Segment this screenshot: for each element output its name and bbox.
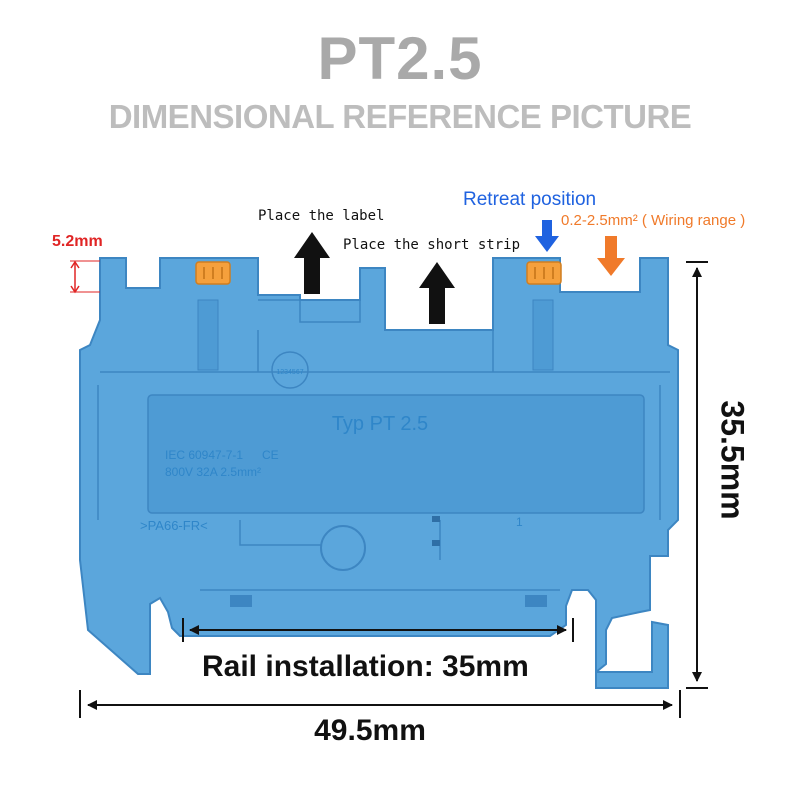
type-marking: Typ PT 2.5 (332, 413, 428, 435)
wire-entry-left (197, 299, 219, 371)
wire-entry-right (532, 299, 554, 371)
mounting-boss (320, 525, 366, 571)
standard-marking: IEC 60947-7-1 (165, 448, 243, 462)
date-wheel-text: 1234567 (276, 369, 303, 376)
spring-button-right-ridges (534, 267, 554, 279)
foot-slot-right (525, 595, 547, 607)
din-rail-hook (595, 620, 669, 689)
slot-1 (432, 516, 440, 522)
date-wheel (271, 351, 309, 389)
place-short-strip-arrow (419, 262, 455, 324)
page-subtitle: DIMENSIONAL REFERENCE PICTURE (108, 98, 692, 135)
height-dimension-text: 35.5mm (714, 400, 751, 520)
label-slot (258, 299, 361, 323)
marking-panel (147, 394, 645, 514)
place-label-arrow (294, 232, 330, 294)
place-short-strip-text: Place the short strip (343, 237, 521, 253)
ratings-marking: 800V 32A 2.5mm² (165, 465, 261, 479)
material-marking: >PA66-FR< (140, 518, 208, 533)
slot-2 (432, 540, 440, 546)
retreat-position-text: Retreat position (463, 189, 597, 210)
number-marking: 1 (516, 515, 523, 529)
wiring-range-text: 0.2-2.5mm² ( Wiring range ) (561, 212, 746, 229)
width-dimension-text: 49.5mm (314, 714, 426, 747)
page-title: PT2.5 (317, 25, 483, 92)
top-clip-dimension-text: 5.2mm (52, 233, 103, 250)
wiring-range-arrow (597, 236, 625, 276)
place-label-text: Place the label (258, 208, 385, 224)
spring-button-left-ridges (203, 267, 223, 279)
ce-marking: CE (262, 448, 279, 462)
rail-dimension-text: Rail installation: 35mm (202, 650, 529, 683)
retreat-position-arrow (535, 220, 559, 252)
foot-slot-left (230, 595, 252, 607)
